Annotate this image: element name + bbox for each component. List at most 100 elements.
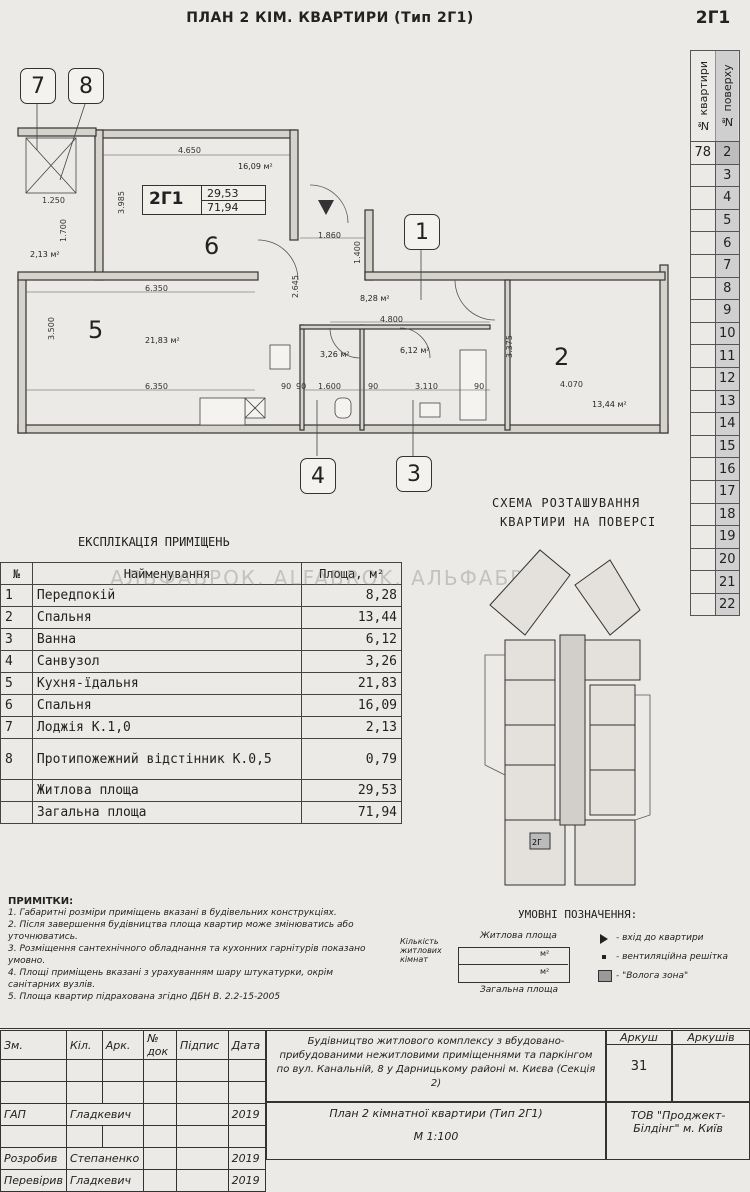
- col-area: Площа, м²: [301, 562, 402, 585]
- note-item: 5. Площа квартир підрахована згідно ДБН …: [8, 992, 281, 1002]
- floor-cell: 9: [714, 299, 740, 323]
- dim-label: 4.800: [380, 315, 403, 324]
- info-total: 71,94: [207, 201, 239, 214]
- dim-label: 3.985: [116, 191, 126, 214]
- dim-label: 1.600: [318, 382, 341, 391]
- floor-cell: 6: [714, 231, 740, 255]
- scheme-title-1: СХЕМА РОЗТАШУВАННЯ: [492, 496, 641, 510]
- floor-cell: 16: [714, 457, 740, 481]
- wet-zone-icon: [598, 970, 612, 982]
- legend-unit: м²: [540, 967, 550, 976]
- legend-total: Загальна площа: [480, 985, 558, 995]
- dim-label: 1.860: [318, 231, 341, 240]
- legend-unit: м²: [540, 949, 550, 958]
- floor-cell: 3: [714, 163, 740, 188]
- sheet-number: 31: [630, 1059, 648, 1074]
- scheme-code: 2Г: [532, 838, 542, 847]
- notes: ПРИМІТКИ: 1. Габаритні розміри приміщень…: [8, 896, 388, 1003]
- floor-cell: 10: [714, 321, 740, 346]
- floor-cell: 12: [714, 366, 740, 391]
- floor-scheme: 2Г: [484, 549, 651, 886]
- info-code: 2Г1: [149, 189, 184, 209]
- dim-label: 90: [368, 382, 379, 391]
- fixtures: [199, 344, 487, 426]
- floor-cell: 7: [714, 253, 740, 278]
- legend-entry: - вхід до квартири: [616, 933, 704, 943]
- floor-cell: 13: [714, 389, 740, 414]
- walls: [17, 127, 669, 434]
- loggia-hatch: [25, 137, 77, 194]
- dim-label: 3.500: [46, 317, 56, 340]
- dim-label: 90: [474, 382, 485, 391]
- legend-living: Житлова площа: [480, 931, 557, 941]
- dim-label: 1.400: [352, 241, 362, 264]
- dim-label: 1.700: [58, 219, 68, 242]
- legend-rooms-count: Кількість житлових кімнат: [400, 937, 442, 964]
- legend-heading: УМОВНІ ПОЗНАЧЕННЯ:: [518, 908, 638, 921]
- callout-4: 4: [300, 458, 336, 494]
- dim-label: 4.650: [178, 146, 201, 155]
- vent-icon: [602, 955, 606, 959]
- room-area: 6,12 м²: [400, 346, 430, 355]
- floor-cell: 8: [714, 276, 740, 301]
- floor-cell: 18: [714, 502, 740, 527]
- room-area: 2,13 м²: [30, 250, 60, 259]
- stamp-sheet: Аркуш 31: [606, 1030, 672, 1102]
- room-number-6: 6: [204, 232, 220, 260]
- room-area: 13,44 м²: [592, 400, 627, 409]
- drawing-scale: М 1:100: [413, 1130, 459, 1143]
- floor-table-header-apartment: № квартири: [690, 50, 715, 142]
- callout-8: 8: [68, 68, 104, 104]
- callout-1: 1: [404, 214, 440, 250]
- legend-wet: - "Волога зона": [616, 971, 689, 981]
- door-arcs: [257, 184, 496, 359]
- floor-cell: 4: [714, 186, 740, 210]
- type-code: 2Г1: [695, 8, 731, 28]
- floor-cell: 17: [714, 479, 740, 504]
- floor-cell: 21: [714, 570, 740, 594]
- note-item: 3. Розміщення сантехнічного обладнання т…: [8, 944, 366, 966]
- dim-label: 6.350: [145, 382, 168, 391]
- floor-cell: 22: [714, 592, 740, 617]
- room-area: 8,28 м²: [360, 294, 390, 303]
- callout-7: 7: [20, 68, 56, 104]
- notes-heading: ПРИМІТКИ:: [8, 896, 74, 907]
- dim-label: 6.350: [145, 284, 168, 293]
- dim-label: 90: [281, 382, 292, 391]
- room-area: 3,26 м²: [320, 350, 350, 359]
- explication-heading: ЕКСПЛІКАЦІЯ ПРИМІЩЕНЬ: [78, 535, 230, 549]
- dimension-lines: [26, 154, 490, 391]
- info-living: 29,53: [207, 187, 239, 200]
- room-area: 16,09 м²: [238, 162, 273, 171]
- apartment-number: 78: [690, 141, 716, 165]
- legend-box: Кількість житлових кімнат Житлова площа …: [400, 925, 580, 995]
- stamp-company: ТОВ "Проджект-Білдінг" м. Київ: [606, 1102, 750, 1160]
- stamp-sheets: Аркушів: [672, 1030, 750, 1102]
- room-number-5: 5: [88, 316, 104, 344]
- floor-cell: 15: [714, 434, 740, 459]
- floor-cell: 2: [714, 141, 740, 165]
- floor-cell: 14: [714, 412, 740, 436]
- floor-plan: [17, 127, 669, 434]
- sheet-label: Аркуш: [607, 1031, 671, 1045]
- scheme-title-2: КВАРТИРИ НА ПОВЕРСІ: [500, 515, 657, 529]
- dim-label: 3.110: [415, 382, 438, 391]
- stamp-project: Будівництво житлового комплексу з вбудов…: [266, 1030, 606, 1102]
- col-no: №: [0, 562, 33, 585]
- entry-icon: [600, 934, 608, 944]
- floor-table: № квартири № поверху 78 2 3 4 5 6 7 8 9 …: [690, 50, 740, 617]
- dim-label: 4.070: [560, 380, 583, 389]
- entry-icon: [318, 200, 334, 215]
- note-item: 2. Після завершення будівництва площа кв…: [8, 920, 354, 942]
- watermark: АЛЬФАБРОК. ALFABROK. АЛЬФАБРОК: [110, 566, 559, 590]
- drawing-title: План 2 кімнатної квартири (Тип 2Г1): [329, 1107, 543, 1120]
